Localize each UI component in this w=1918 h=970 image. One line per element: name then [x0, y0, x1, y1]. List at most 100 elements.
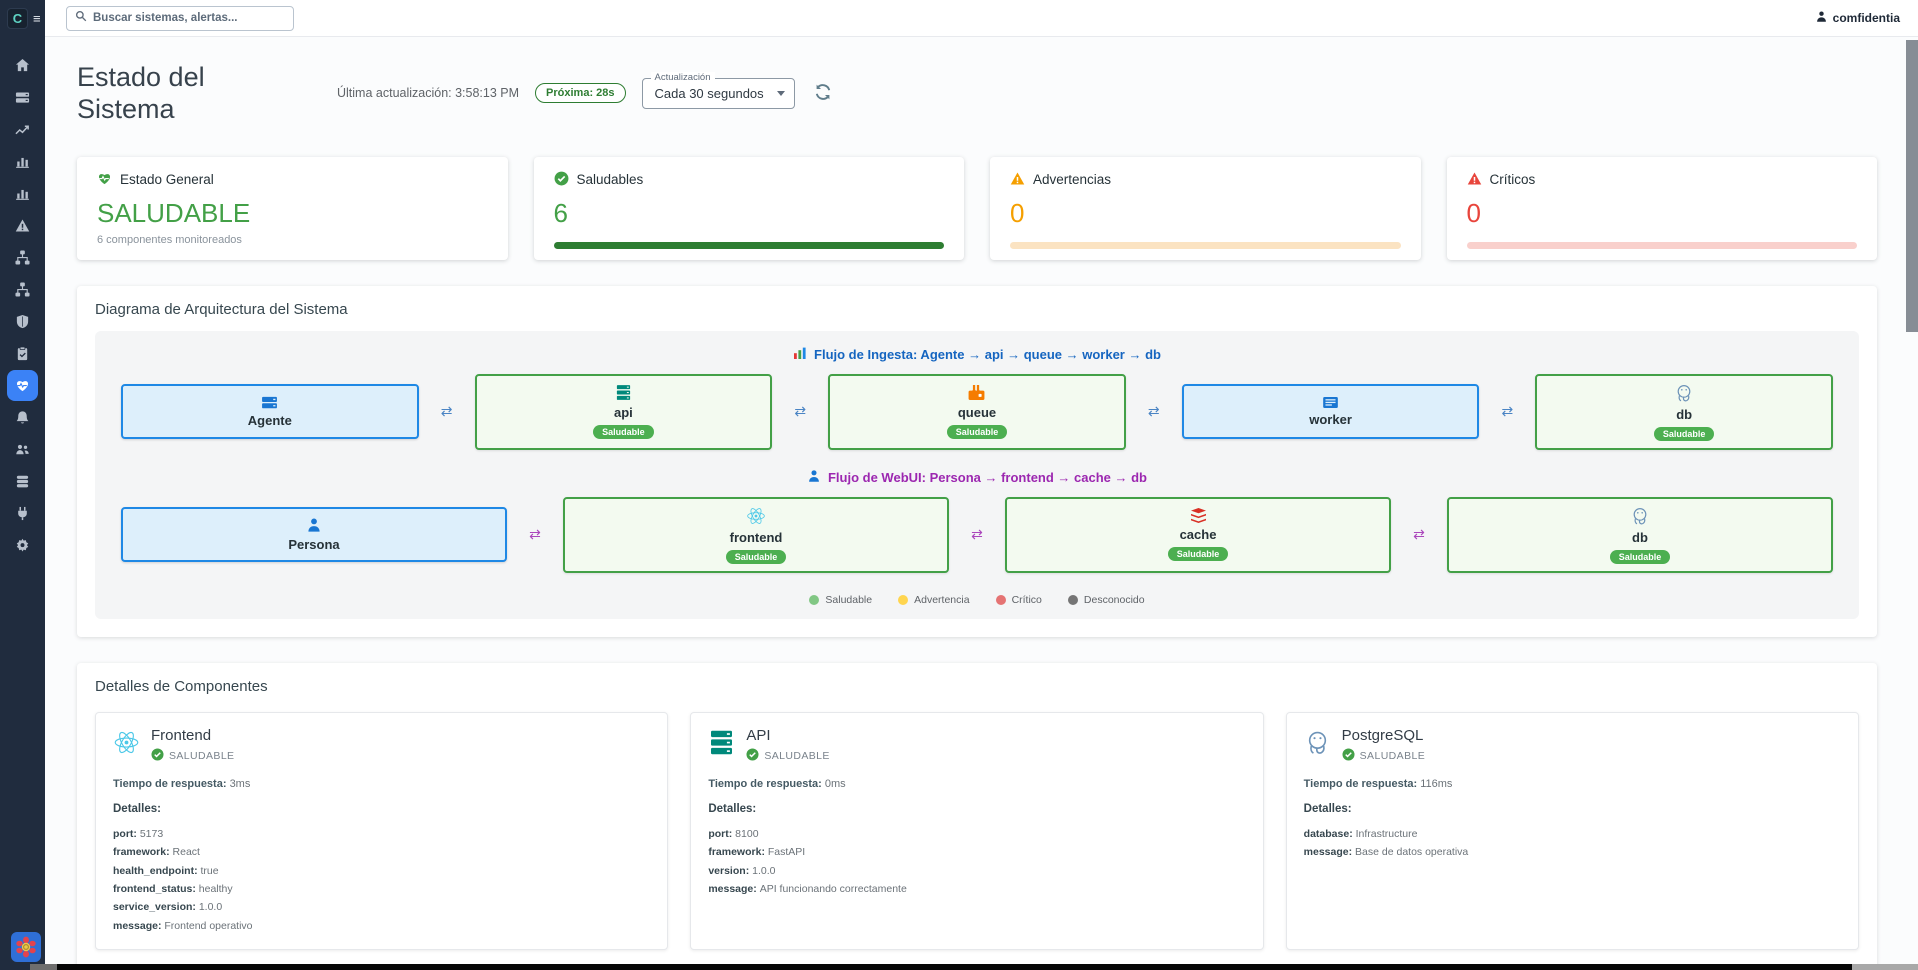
warning-progress-bar: [1010, 241, 1401, 249]
card-criticos: Críticos 0: [1446, 156, 1877, 260]
bell-icon: [15, 410, 30, 425]
chevron-down-icon: [776, 91, 785, 97]
flow-icon: [15, 250, 30, 265]
node-frontend: frontend Saludable: [563, 496, 949, 573]
flower-extension-icon[interactable]: [11, 932, 41, 962]
sidebar-item-home[interactable]: [7, 50, 38, 81]
refresh-interval-select[interactable]: Actualización Cada 30 segundos: [641, 71, 795, 109]
component-card-api: API SALUDABLE Tiempo de respuesta: 0ms D…: [690, 711, 1264, 951]
legend-advertencia: Advertencia: [898, 594, 970, 606]
app-logo[interactable]: C: [7, 8, 28, 29]
architecture-title: Diagrama de Arquitectura del Sistema: [95, 300, 348, 318]
component-card-frontend: Frontend SALUDABLE Tiempo de respuesta: …: [95, 711, 669, 951]
sidebar-item-notifications[interactable]: [7, 402, 38, 433]
server-stack-icon: [15, 90, 30, 105]
status-badge: Saludable: [946, 425, 1008, 440]
node-agente: Agente: [121, 384, 419, 440]
search-input[interactable]: [93, 12, 285, 24]
node-worker: worker: [1181, 384, 1480, 440]
summary-cards: Estado General SALUDABLE 6 componentes m…: [77, 156, 1877, 260]
flow-label-webui: Flujo de WebUI: Persona → frontend → cac…: [121, 469, 1833, 486]
warning-count-value: 0: [1010, 197, 1025, 228]
components-section: Detalles de Componentes Frontend SALUDAB…: [77, 662, 1877, 970]
sidebar-item-system-health[interactable]: [7, 370, 38, 401]
heart-pulse-icon: [15, 378, 30, 393]
clipboard-check-icon: [15, 346, 30, 361]
sidebar-item-servers[interactable]: [7, 82, 38, 113]
sidebar-item-alerts[interactable]: [7, 210, 38, 241]
sidebar-item-integrations[interactable]: [7, 498, 38, 529]
sidebar-item-users[interactable]: [7, 434, 38, 465]
next-refresh-badge: Próxima: 28s: [535, 83, 626, 104]
users-icon: [15, 442, 30, 457]
server-teal-icon: [708, 729, 735, 756]
bar-chart-color-icon: [793, 346, 807, 363]
sidebar-item-analytics[interactable]: [7, 178, 38, 209]
node-persona: Persona: [121, 507, 507, 563]
person-blue-icon: [807, 469, 821, 486]
person-icon: [306, 517, 322, 533]
green-dot-icon: [809, 594, 820, 605]
bar-chart-icon: [15, 154, 30, 169]
card-estado-general: Estado General SALUDABLE 6 componentes m…: [77, 156, 508, 260]
bidirectional-arrow: ⇄: [1501, 403, 1514, 420]
flow-row-ingesta: Agente ⇄ api Saludable ⇄ queue Saludab: [121, 373, 1833, 450]
sidebar-item-settings[interactable]: [7, 530, 38, 561]
flow-icon: [15, 282, 30, 297]
sidebar-item-databases[interactable]: [7, 466, 38, 497]
architecture-diagram: Flujo de Ingesta: Agente → api → queue →…: [95, 330, 1859, 619]
last-update-label: Última actualización: 3:58:13 PM: [337, 86, 520, 101]
error-triangle-icon: [1467, 171, 1482, 189]
gear-icon: [15, 538, 30, 553]
topbar: comfidentia: [45, 0, 1918, 37]
react-icon: [113, 729, 140, 756]
vertical-scrollbar-thumb[interactable]: [1906, 40, 1918, 332]
sidebar-item-topology[interactable]: [7, 242, 38, 273]
shield-icon: [15, 314, 30, 329]
flow-row-webui: Persona ⇄ frontend Saludable ⇄ cache S: [121, 496, 1833, 573]
sidebar-item-pipelines[interactable]: [7, 274, 38, 305]
yellow-dot-icon: [898, 594, 909, 605]
sidebar-item-security[interactable]: [7, 306, 38, 337]
component-details: databaseInfrastructure messageBase de da…: [1304, 825, 1841, 862]
legend-saludable: Saludable: [809, 594, 872, 606]
postgres-icon: [1630, 506, 1650, 526]
components-title: Detalles de Componentes: [95, 677, 268, 695]
user-menu[interactable]: comfidentia: [1815, 10, 1900, 26]
status-badge: Saludable: [1609, 549, 1671, 564]
status-badge: Saludable: [1167, 547, 1229, 562]
page-title: Estado del Sistema: [77, 62, 205, 125]
components-grid: Frontend SALUDABLE Tiempo de respuesta: …: [95, 711, 1859, 970]
card-title: Estado General: [120, 172, 214, 188]
component-name: Frontend: [151, 726, 212, 744]
response-time-value: 116ms: [1420, 777, 1453, 790]
sidebar-item-audit[interactable]: [7, 338, 38, 369]
search-icon: [75, 9, 87, 27]
worker-icon: [1323, 396, 1338, 408]
component-details: port8100 frameworkFastAPI version1.0.0 m…: [708, 825, 1245, 899]
card-saludables: Saludables 6: [533, 156, 964, 260]
refresh-interval-value: Cada 30 segundos: [654, 85, 764, 101]
postgres-icon: [1304, 729, 1331, 756]
home-icon: [15, 58, 30, 73]
hamburger-menu-icon[interactable]: ≡: [33, 11, 41, 26]
status-badge: Saludable: [1653, 426, 1715, 441]
node-db: db Saludable: [1535, 373, 1833, 450]
bidirectional-arrow: ⇄: [440, 403, 453, 420]
node-queue: queue Saludable: [828, 373, 1126, 450]
healthy-progress-bar: [553, 241, 944, 249]
sidebar-item-metrics[interactable]: [7, 146, 38, 177]
component-status: SALUDABLE: [746, 748, 829, 764]
component-status: SALUDABLE: [1342, 748, 1425, 764]
critical-count-value: 0: [1466, 197, 1481, 228]
heart-pulse-icon: [97, 171, 112, 189]
page-content: Estado del Sistema Última actualización:…: [45, 37, 1918, 970]
sidebar-item-trends[interactable]: [7, 114, 38, 145]
search-box[interactable]: [66, 5, 294, 31]
sync-icon: [813, 82, 833, 105]
component-name: API: [746, 726, 771, 744]
plug-icon: [15, 506, 30, 521]
refresh-button[interactable]: [811, 81, 835, 105]
legend-critico: Crítico: [995, 594, 1042, 606]
